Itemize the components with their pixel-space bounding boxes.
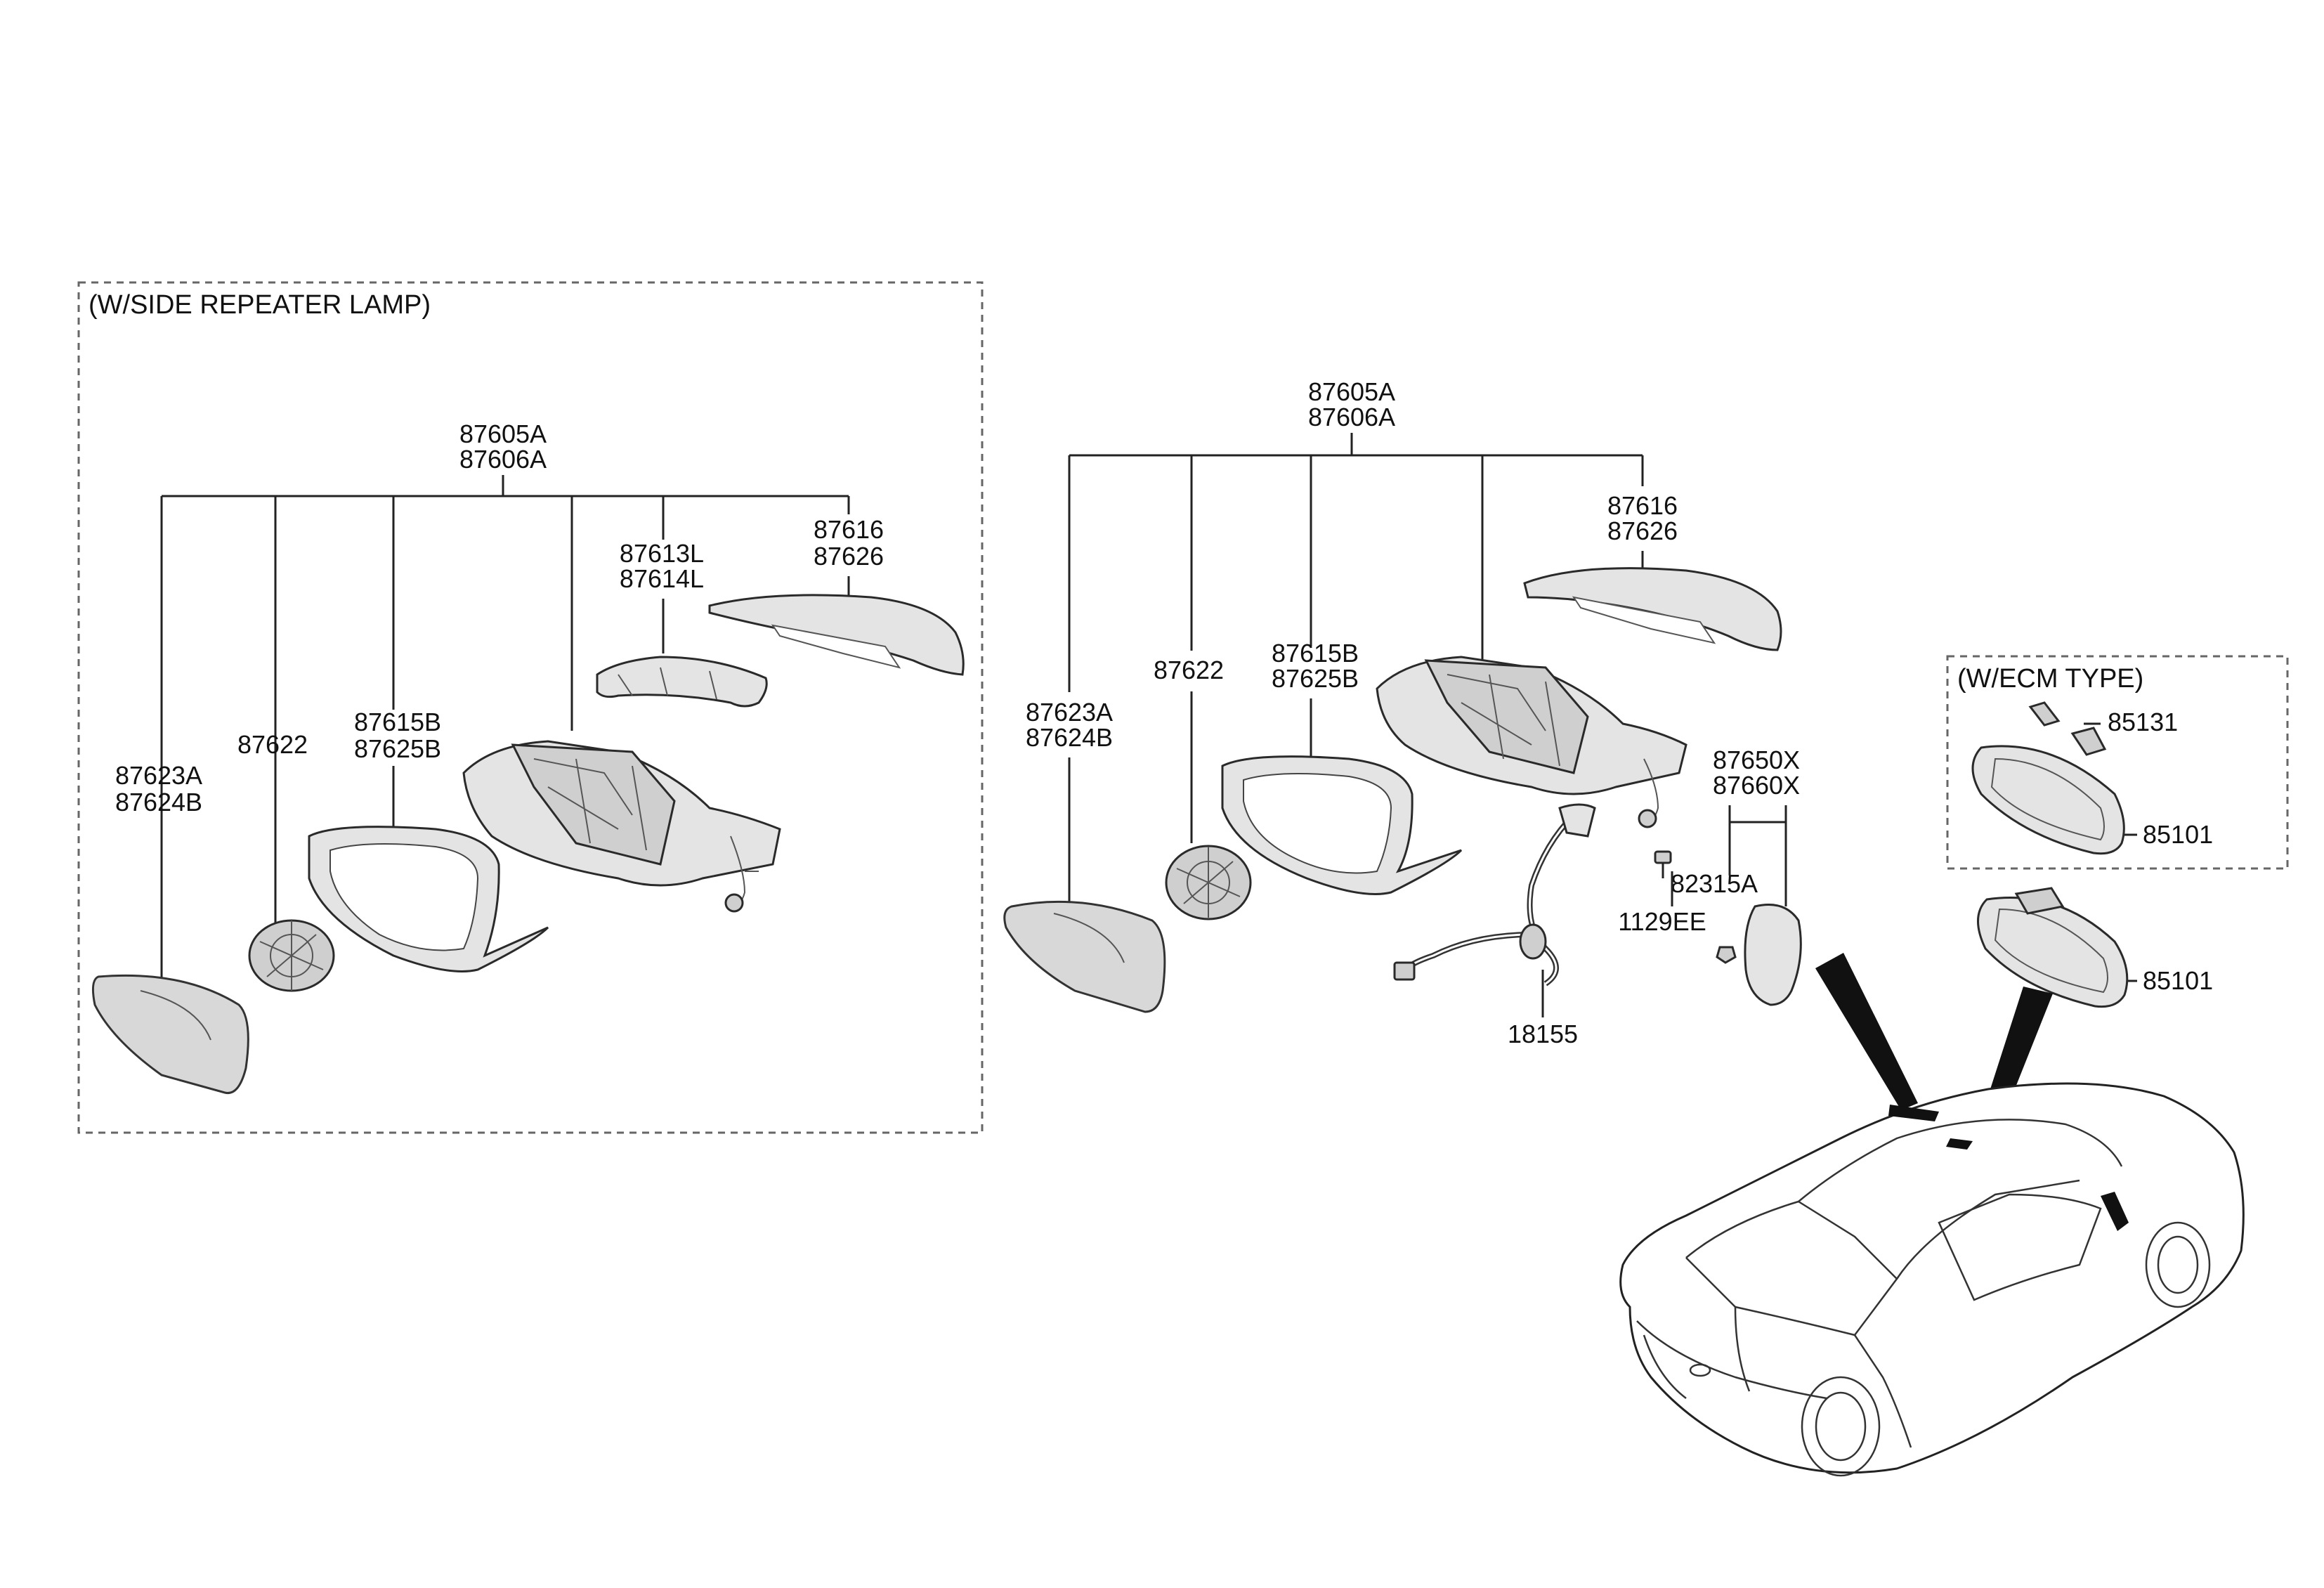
label-87613l-left[interactable]: 87613L	[620, 539, 704, 568]
label-87615b-right[interactable]: 87615B	[1272, 639, 1359, 668]
scalp-cover-icon	[708, 594, 965, 676]
group-title-side-repeater: (W/SIDE REPEATER LAMP)	[89, 290, 431, 320]
label-87625b-right[interactable]: 87625B	[1272, 664, 1359, 693]
leader-lines-left	[160, 475, 850, 926]
label-87614l-left[interactable]: 87614L	[620, 564, 704, 593]
label-87616-right[interactable]: 87616	[1607, 491, 1678, 520]
side-mirror-glass-icon	[1003, 900, 1166, 1013]
leader-lines-right-lower	[1068, 551, 1787, 1017]
scalp-cover-icon	[1523, 567, 1782, 651]
mirror-housing-icon	[462, 740, 781, 913]
group-box-ecm	[1946, 655, 2289, 870]
actuator-icon	[248, 919, 335, 992]
leader-lines-right	[1068, 433, 1644, 692]
label-87606a-right[interactable]: 87606A	[1308, 403, 1395, 431]
mirror-frame-icon	[1221, 755, 1463, 895]
label-85101[interactable]: 85101	[2143, 966, 2213, 995]
label-87626-left[interactable]: 87626	[814, 542, 884, 571]
mirror-frame-icon	[308, 826, 549, 972]
leader-lines-left-lower	[160, 576, 850, 984]
label-87622-left[interactable]: 87622	[237, 730, 308, 759]
repeater-lamp-icon	[596, 656, 768, 708]
label-82315a-right[interactable]: 82315A	[1671, 869, 1758, 898]
pointer-arrow-outside	[1815, 953, 1918, 1110]
label-87623a-left[interactable]: 87623A	[115, 761, 202, 790]
label-87626-right[interactable]: 87626	[1607, 516, 1678, 545]
inside-mirror-group: 85101	[1977, 887, 2213, 1008]
label-87624b-right[interactable]: 87624B	[1026, 723, 1113, 752]
label-87606a-left[interactable]: 87606A	[459, 445, 547, 474]
clip-icon	[1716, 946, 1737, 964]
standard-mirror-group: 87605A 87606A 87623A 87624B 87622 87615B…	[1003, 377, 1802, 1048]
mirror-housing-icon	[1376, 656, 1687, 828]
group-box-side-repeater	[77, 281, 984, 1134]
label-87623a-right[interactable]: 87623A	[1026, 698, 1113, 727]
label-87615b-left[interactable]: 87615B	[354, 708, 441, 736]
label-87605a-left[interactable]: 87605A	[459, 419, 547, 448]
label-18155-right[interactable]: 18155	[1508, 1020, 1578, 1048]
sedan-car-icon	[1619, 1082, 2245, 1477]
label-1129ee-right[interactable]: 1129EE	[1618, 907, 1706, 936]
label-87616-left[interactable]: 87616	[814, 515, 884, 544]
ecm-type-group: (W/ECM TYPE) 85131 85101	[1946, 655, 2289, 870]
side-repeater-lamp-group: (W/SIDE REPEATER LAMP) 87605A 87606A 876…	[77, 281, 984, 1134]
label-85131[interactable]: 85131	[2108, 708, 2178, 736]
screw-icon	[1654, 850, 1672, 878]
inside-mirror-icon	[1977, 887, 2129, 1008]
label-87622-right[interactable]: 87622	[1154, 656, 1224, 684]
wiring-harness-icon	[1393, 803, 1596, 987]
label-87660x-right[interactable]: 87660X	[1713, 771, 1800, 800]
label-87605a-right[interactable]: 87605A	[1308, 377, 1395, 406]
label-85101-ecm[interactable]: 85101	[2143, 820, 2213, 849]
actuator-icon	[1165, 845, 1252, 920]
group-title-ecm: (W/ECM TYPE)	[1957, 664, 2143, 694]
label-87625b-left[interactable]: 87625B	[354, 734, 441, 763]
inner-cover-icon	[1744, 904, 1802, 1006]
side-mirror-glass-icon	[91, 974, 249, 1095]
inside-mirror-icon	[1971, 701, 2125, 855]
label-87624b-left[interactable]: 87624B	[115, 788, 202, 816]
label-87650x-right[interactable]: 87650X	[1713, 746, 1800, 774]
